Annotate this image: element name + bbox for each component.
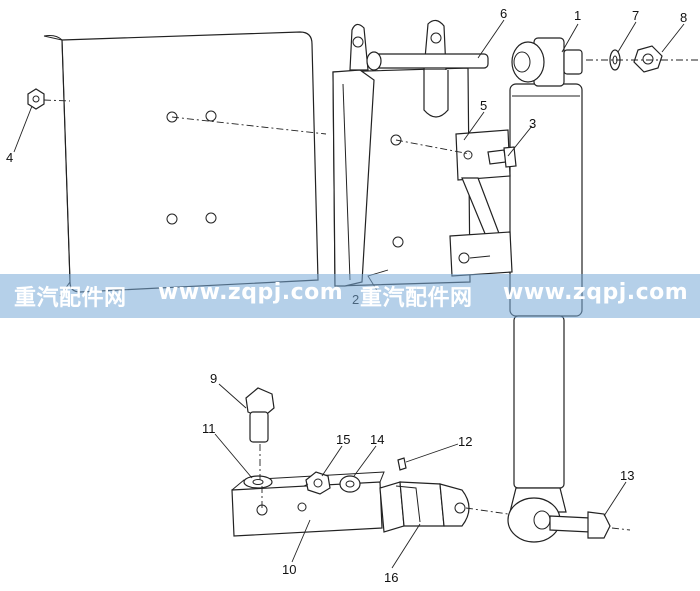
shock-absorber-part-1: [507, 37, 583, 543]
callout-15: 15: [336, 432, 350, 447]
callout-16: 16: [384, 570, 398, 585]
callout-6: 6: [500, 6, 507, 21]
pin-part-12: [397, 457, 407, 471]
nut-part-8: [633, 45, 663, 73]
callout-5: 5: [480, 98, 487, 113]
cab-panel: [43, 31, 319, 297]
callout-8: 8: [680, 10, 687, 25]
callout-14: 14: [370, 432, 384, 447]
bolt-part-3: [487, 146, 517, 168]
pin-part-6: [366, 51, 489, 71]
washer-part-11: [243, 475, 273, 489]
watermark-banner: 重汽配件网 www.zqpj.com 重汽配件网 www.zqpj.com: [0, 274, 700, 318]
callout-4: 4: [6, 150, 13, 165]
sleeve-part-16: [379, 481, 470, 533]
nut-part-15: [305, 471, 331, 495]
nut-part-4: [27, 88, 45, 110]
callout-7: 7: [632, 8, 639, 23]
callout-11: 11: [202, 421, 216, 436]
watermark-url: www.zqpj.com: [158, 280, 344, 305]
callout-10: 10: [282, 562, 296, 577]
bracket-part-2: [332, 19, 471, 287]
lower-bracket-part-10: [231, 471, 385, 537]
washer-part-7: [609, 49, 621, 71]
callout-1: 1: [574, 8, 581, 23]
assembly-lines: [43, 59, 700, 531]
washer-part-14: [339, 475, 361, 493]
callout-13: 13: [620, 468, 634, 483]
bolt-part-13: [549, 511, 611, 539]
callout-3: 3: [529, 116, 536, 131]
watermark-text: 重汽配件网: [14, 286, 127, 311]
leader-lines: [13, 19, 685, 569]
plate-part-5: [449, 129, 513, 277]
watermark-text: 重汽配件网: [360, 286, 473, 311]
bolt-part-9: [245, 387, 275, 443]
callout-9: 9: [210, 371, 217, 386]
callout-12: 12: [458, 434, 472, 449]
watermark-url: www.zqpj.com: [503, 280, 689, 305]
